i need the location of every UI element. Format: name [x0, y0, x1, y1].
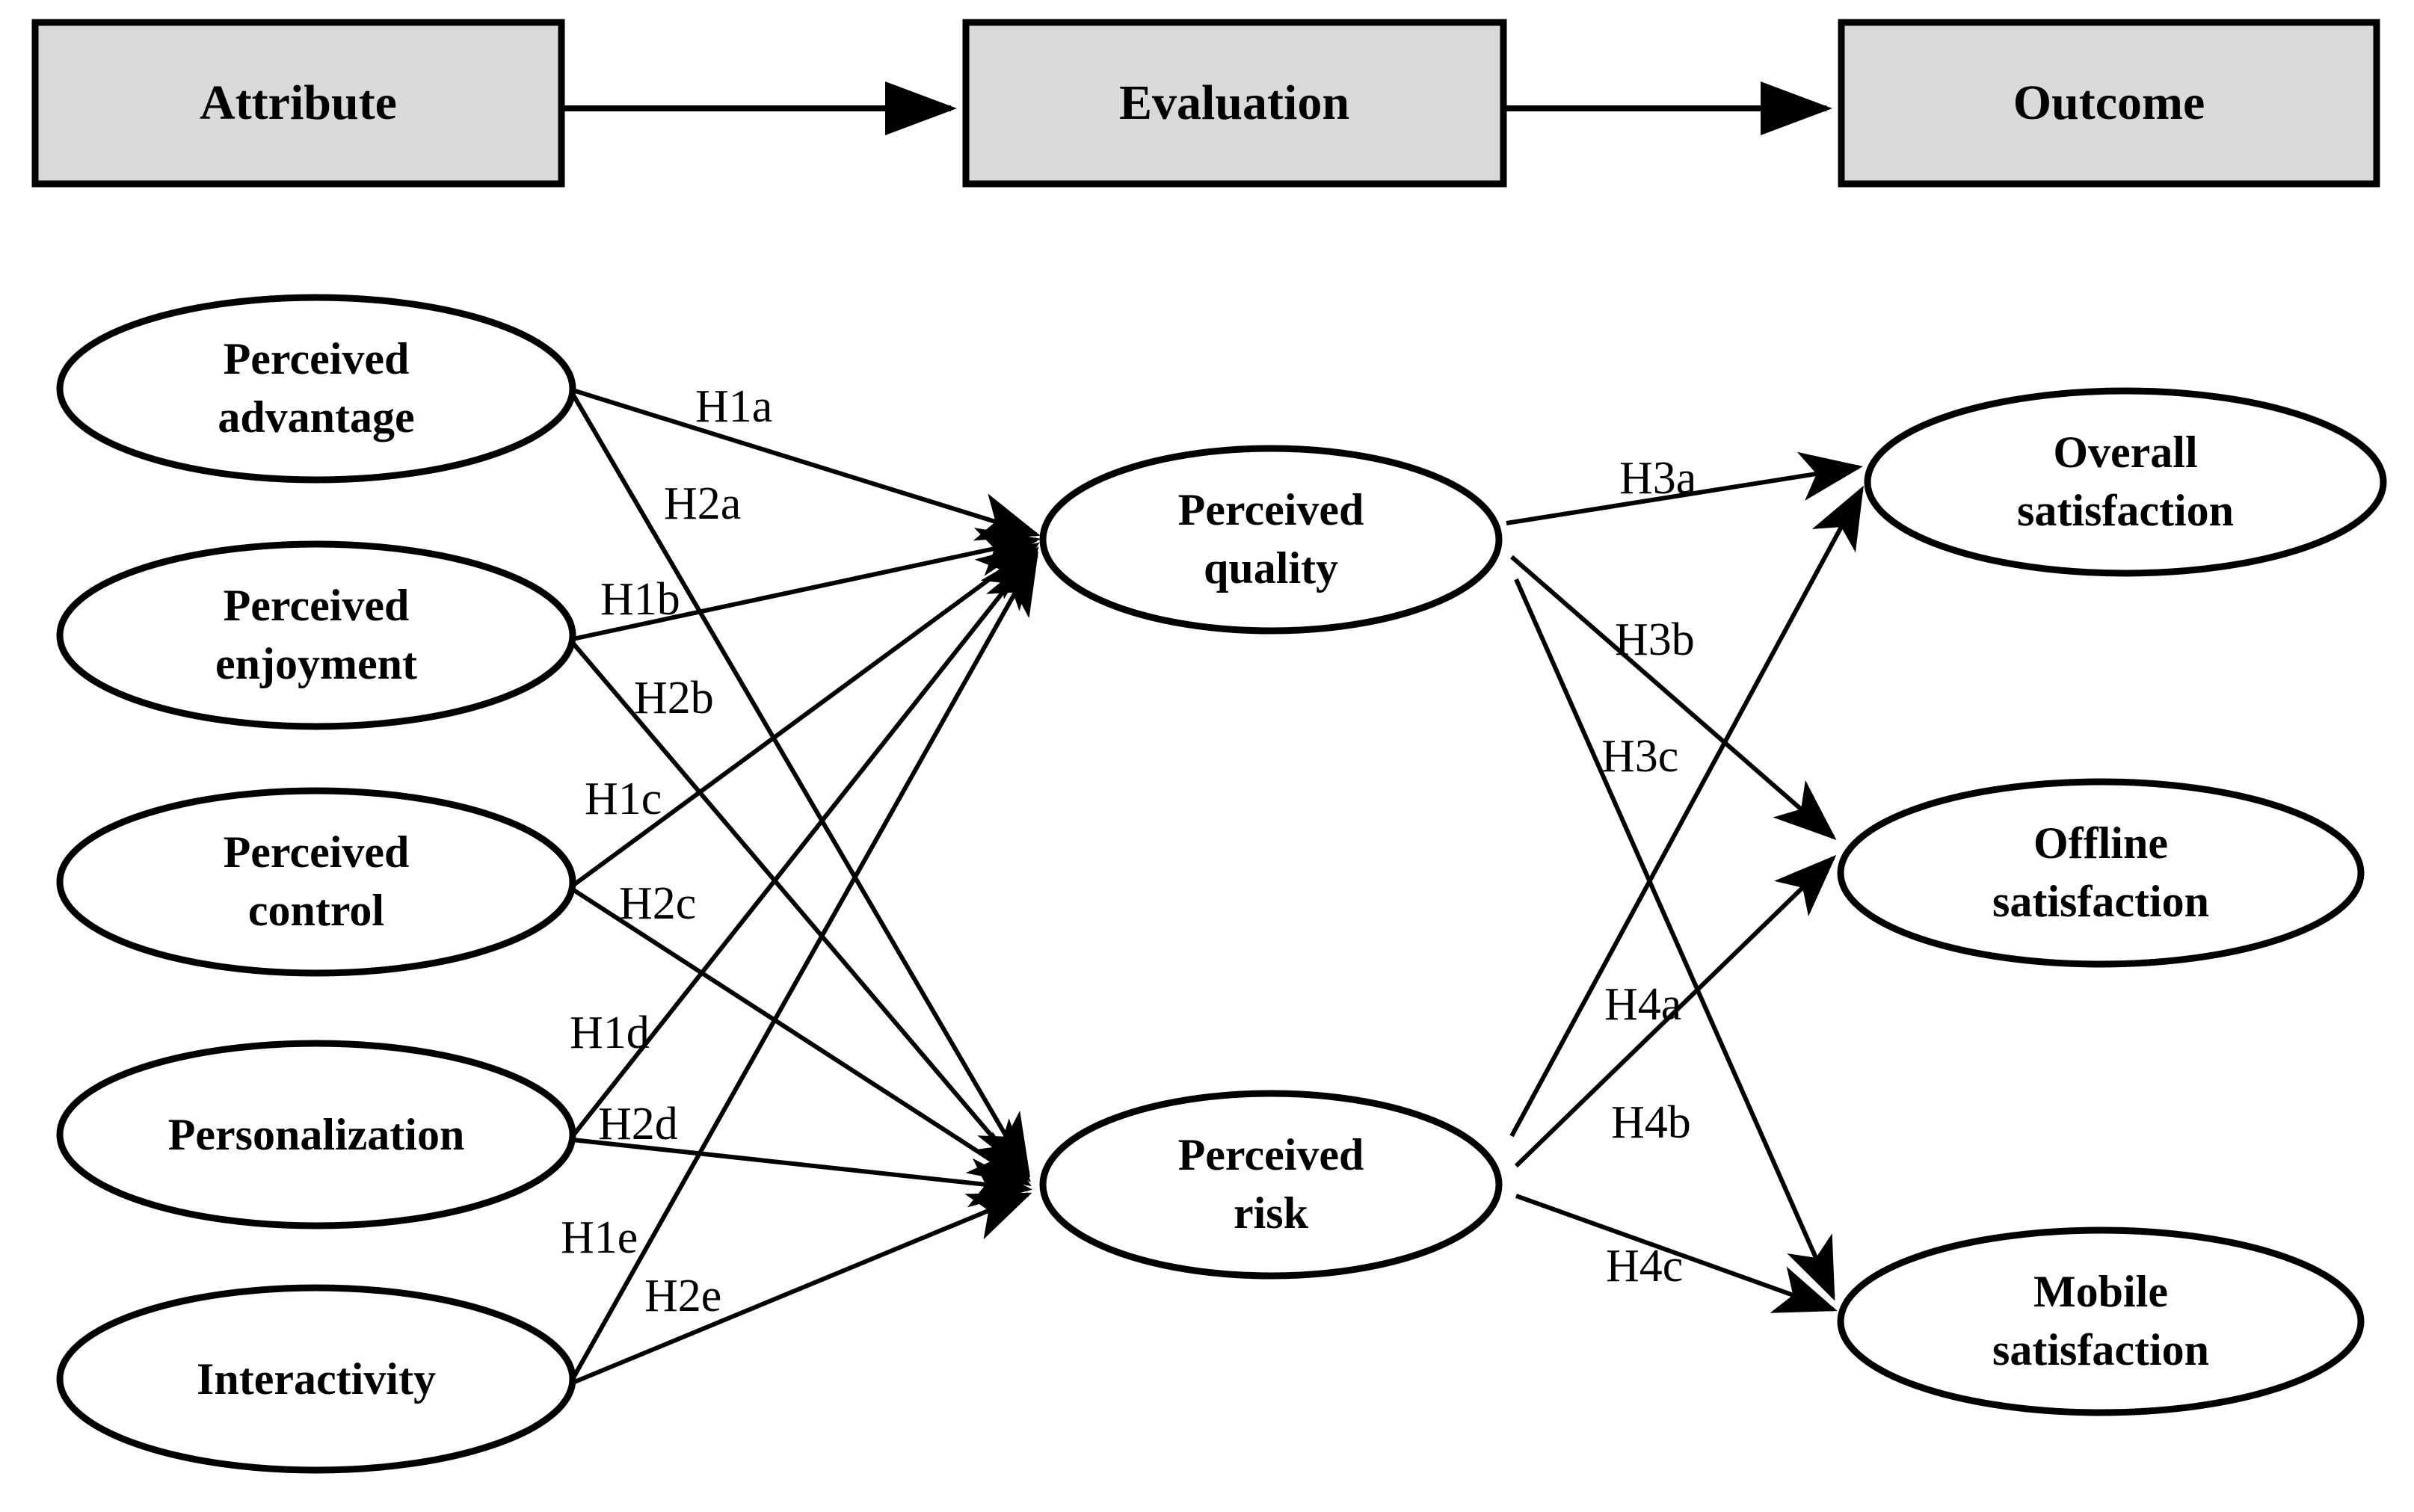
construct-interactivity[interactable]: Interactivity — [56, 1284, 576, 1474]
construct-perceived-enjoyment-line1: Perceived — [224, 581, 410, 630]
path-H2a — [570, 392, 1031, 1178]
path-H1c — [571, 542, 1040, 888]
path-group-to-perceived-quality — [570, 388, 1041, 1380]
construct-interactivity-shape[interactable] — [56, 1284, 576, 1474]
construct-perceived-control-line1: Perceived — [224, 827, 410, 877]
hypothesis-label-H4a: H4a — [1604, 979, 1681, 1030]
construct-mobile-satisfaction-line1: Mobile — [2033, 1267, 2168, 1316]
construct-perceived-advantage-shape[interactable] — [56, 294, 576, 484]
hypothesis-label-H1c: H1c — [585, 774, 662, 824]
path-H3b — [1510, 555, 1837, 840]
construct-perceived-risk-shape[interactable] — [1039, 1090, 1503, 1280]
path-group-to-perceived-risk — [570, 392, 1032, 1385]
hypothesis-label-H2e: H2e — [644, 1271, 721, 1321]
hypothesis-label-H3c: H3c — [1601, 731, 1678, 782]
hypothesis-labels: H1a H2a H1b H2b H1c H2c H1d H2d H1e H2e … — [561, 381, 1696, 1321]
construct-perceived-control[interactable]: Perceived control — [56, 787, 576, 977]
hypothesis-label-H2b: H2b — [634, 673, 714, 723]
construct-personalization-shape[interactable] — [56, 1040, 576, 1229]
stage-box-evaluation-rect — [962, 19, 1507, 188]
path-H4b — [1514, 854, 1837, 1168]
construct-perceived-control-line2: control — [248, 886, 384, 935]
stage-box-evaluation-label: Evaluation — [1119, 75, 1349, 130]
path-H1e — [570, 551, 1038, 1380]
construct-perceived-control-shape[interactable] — [56, 787, 576, 977]
construct-mobile-satisfaction[interactable]: Mobile satisfaction — [1837, 1226, 2365, 1416]
path-H3a — [1506, 451, 1863, 525]
construct-personalization[interactable]: Personalization — [56, 1040, 576, 1229]
construct-offline-satisfaction[interactable]: Offline satisfaction — [1837, 778, 2365, 968]
hypothesis-label-H3a: H3a — [1619, 453, 1696, 504]
construct-mobile-satisfaction-shape[interactable] — [1837, 1226, 2365, 1416]
construct-perceived-risk-line2: risk — [1234, 1188, 1309, 1238]
construct-offline-satisfaction-line2: satisfaction — [1992, 877, 2209, 926]
construct-offline-satisfaction-shape[interactable] — [1837, 778, 2365, 968]
path-H1a — [572, 388, 1041, 541]
path-group-risk-to-outcomes — [1509, 485, 1864, 1313]
stage-box-attribute: Attribute — [31, 19, 565, 188]
construct-perceived-advantage-line2: advantage — [218, 392, 414, 442]
path-H1b — [572, 528, 1041, 641]
hypothesis-label-H1a: H1a — [695, 381, 772, 432]
path-H2b — [570, 641, 1031, 1182]
construct-perceived-advantage-line1: Perceived — [224, 334, 410, 383]
construct-overall-satisfaction-line1: Overall — [2053, 428, 2197, 477]
construct-perceived-risk[interactable]: Perceived risk — [1039, 1090, 1503, 1280]
stage-box-outcome-label: Outcome — [2013, 75, 2205, 130]
hypothesis-label-H2c: H2c — [619, 878, 696, 929]
stage-box-evaluation: Evaluation — [962, 19, 1507, 188]
construct-offline-satisfaction-line1: Offline — [2033, 818, 2168, 868]
construct-perceived-quality-line1: Perceived — [1178, 485, 1364, 534]
path-H2d — [572, 1138, 1032, 1208]
construct-perceived-quality[interactable]: Perceived quality — [1039, 445, 1503, 635]
construct-perceived-enjoyment-shape[interactable] — [56, 540, 576, 730]
hypothesis-label-H1d: H1d — [570, 1008, 650, 1058]
path-H2c — [571, 887, 1032, 1187]
path-H3c — [1514, 578, 1835, 1301]
hypothesis-label-H1e: H1e — [561, 1212, 638, 1263]
hypothesis-label-H3b: H3b — [1615, 614, 1695, 665]
hypothesis-label-H4b: H4b — [1611, 1097, 1691, 1148]
construct-perceived-enjoyment-line2: enjoyment — [215, 639, 417, 688]
construct-perceived-advantage[interactable]: Perceived advantage — [56, 294, 576, 484]
stage-box-attribute-label: Attribute — [200, 75, 397, 130]
construct-perceived-quality-line2: quality — [1204, 543, 1338, 593]
stage-box-outcome-rect — [1838, 19, 2380, 188]
construct-overall-satisfaction-line2: satisfaction — [2017, 486, 2234, 535]
hypothesis-label-H2a: H2a — [664, 478, 741, 529]
path-H4a — [1509, 485, 1864, 1138]
construct-perceived-risk-line1: Perceived — [1178, 1130, 1364, 1179]
construct-interactivity-line1: Interactivity — [197, 1354, 436, 1404]
hypothesis-label-H2d: H2d — [598, 1099, 678, 1150]
construct-perceived-enjoyment[interactable]: Perceived enjoyment — [56, 540, 576, 730]
hypothesis-label-H4c: H4c — [1606, 1241, 1683, 1292]
construct-mobile-satisfaction-line2: satisfaction — [1992, 1325, 2209, 1374]
path-H1d — [570, 546, 1039, 1138]
hypothesis-label-H1b: H1b — [600, 574, 680, 625]
path-H2e — [571, 1192, 1032, 1385]
path-group-quality-to-outcomes — [1506, 451, 1863, 1301]
construct-perceived-quality-shape[interactable] — [1039, 445, 1503, 635]
construct-overall-satisfaction-shape[interactable] — [1864, 387, 2387, 577]
construct-personalization-line1: Personalization — [168, 1110, 465, 1159]
path-H4c — [1515, 1194, 1838, 1313]
stage-box-outcome: Outcome — [1838, 19, 2380, 188]
construct-overall-satisfaction[interactable]: Overall satisfaction — [1864, 387, 2387, 577]
stage-box-attribute-rect — [31, 19, 565, 188]
